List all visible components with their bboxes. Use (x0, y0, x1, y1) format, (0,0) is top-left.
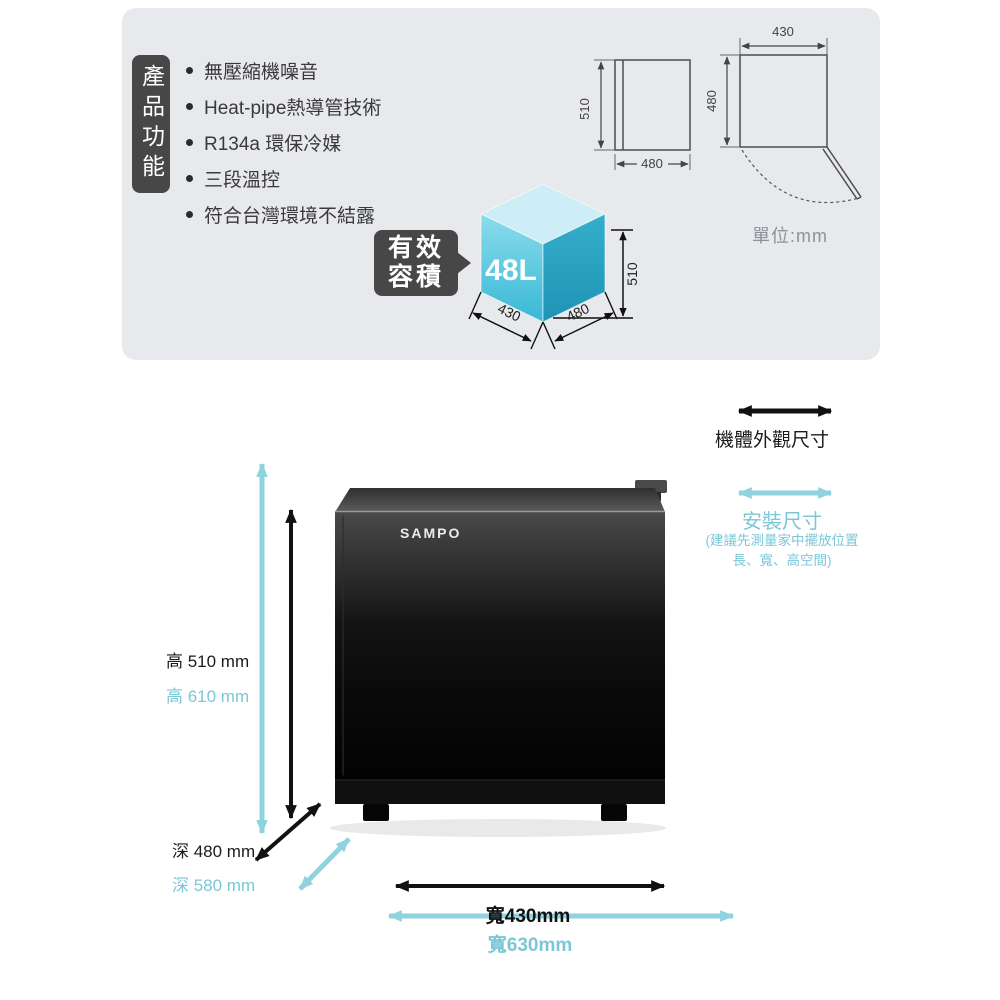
side-view-ticks (594, 59, 691, 170)
side-view-outline (614, 59, 691, 151)
bullet-icon (186, 103, 193, 110)
bullet-icon (186, 67, 193, 74)
feature-item: 三段溫控 (186, 165, 381, 192)
side-view-height-dim: 510 (577, 98, 592, 120)
capacity-tag-line1: 有效 (387, 233, 444, 262)
fridge-foot (363, 804, 389, 821)
feature-item: 符合台灣環境不結露 (186, 201, 381, 228)
body-depth-label: 深 480 mm (172, 842, 256, 861)
bullet-icon (186, 175, 193, 182)
capacity-cube-illustration: 48L 430 480 510 (468, 183, 640, 350)
fridge-shadow (330, 819, 666, 837)
install-note: (建議先測量家中擺放位置 長、寬、高空間) (678, 531, 886, 570)
door-swing-arc (741, 149, 860, 204)
install-note-line1: (建議先測量家中擺放位置 (705, 533, 859, 548)
feature-item: Heat-pipe熱導管技術 (186, 93, 381, 120)
feature-text: 符合台灣環境不結露 (204, 206, 376, 227)
capacity-tag: 有效 容積 (374, 230, 458, 296)
top-view-depth-dim: 480 (704, 90, 719, 112)
side-view-depth-dim: 480 (641, 156, 663, 171)
feature-text: 無壓縮機噪音 (204, 62, 319, 83)
install-depth-label: 深 580 mm (172, 876, 256, 895)
bullet-icon (186, 139, 193, 146)
fridge-base (335, 781, 665, 804)
cube-faces (479, 183, 607, 323)
top-view-dim-lines (723, 42, 826, 146)
brand-logo: SAMPO (400, 525, 461, 541)
features-title: 產品功能 (138, 64, 165, 184)
features-title-badge: 產品功能 (132, 55, 170, 193)
unit-label: 單位:mm (752, 226, 828, 246)
cube-depth-arrow (554, 312, 614, 342)
fridge-sheen (335, 512, 665, 622)
top-view-ticks (720, 38, 828, 148)
features-list: 無壓縮機噪音 Heat-pipe熱導管技術 R134a 環保冷媒 三段溫控 符合… (186, 57, 381, 228)
feature-text: Heat-pipe熱導管技術 (204, 98, 382, 119)
door-edge (822, 148, 858, 200)
install-width-label: 寬630mm (487, 935, 573, 956)
capacity-tag-line2: 容積 (387, 263, 444, 291)
fridge-top-face (335, 488, 665, 512)
door-edge (826, 146, 862, 198)
feature-item: 無壓縮機噪音 (186, 57, 381, 84)
side-view-dim-lines (597, 61, 689, 168)
feature-item: R134a 環保冷媒 (186, 129, 381, 156)
install-note-line2: 長、寬、高空間) (732, 552, 832, 568)
feature-text: 三段溫控 (204, 170, 281, 191)
features-panel: 產品功能 無壓縮機噪音 Heat-pipe熱導管技術 R134a 環保冷媒 三段… (122, 8, 880, 360)
cube-height-dim: 510 (624, 262, 640, 286)
cube-width-arrow (472, 312, 532, 342)
feature-text: R134a 環保冷媒 (204, 134, 342, 155)
dimension-lines (472, 231, 627, 342)
dimension-drawings: 510 480 430 480 (577, 24, 862, 204)
fridge-foot (601, 804, 627, 821)
top-view-outline (739, 54, 862, 200)
body-height-label: 高 510 mm (166, 652, 250, 671)
bullet-icon (186, 211, 193, 218)
fridge-product-image: SAMPO (330, 480, 667, 837)
capacity-volume-label: 48L (485, 254, 537, 287)
body-width-label: 寬430mm (485, 906, 571, 927)
body-size-legend-label: 機體外觀尺寸 (714, 430, 829, 451)
install-size-legend-label: 安裝尺寸 (742, 511, 822, 533)
install-height-label: 高 610 mm (166, 687, 250, 706)
top-view-width-dim: 430 (772, 24, 794, 39)
